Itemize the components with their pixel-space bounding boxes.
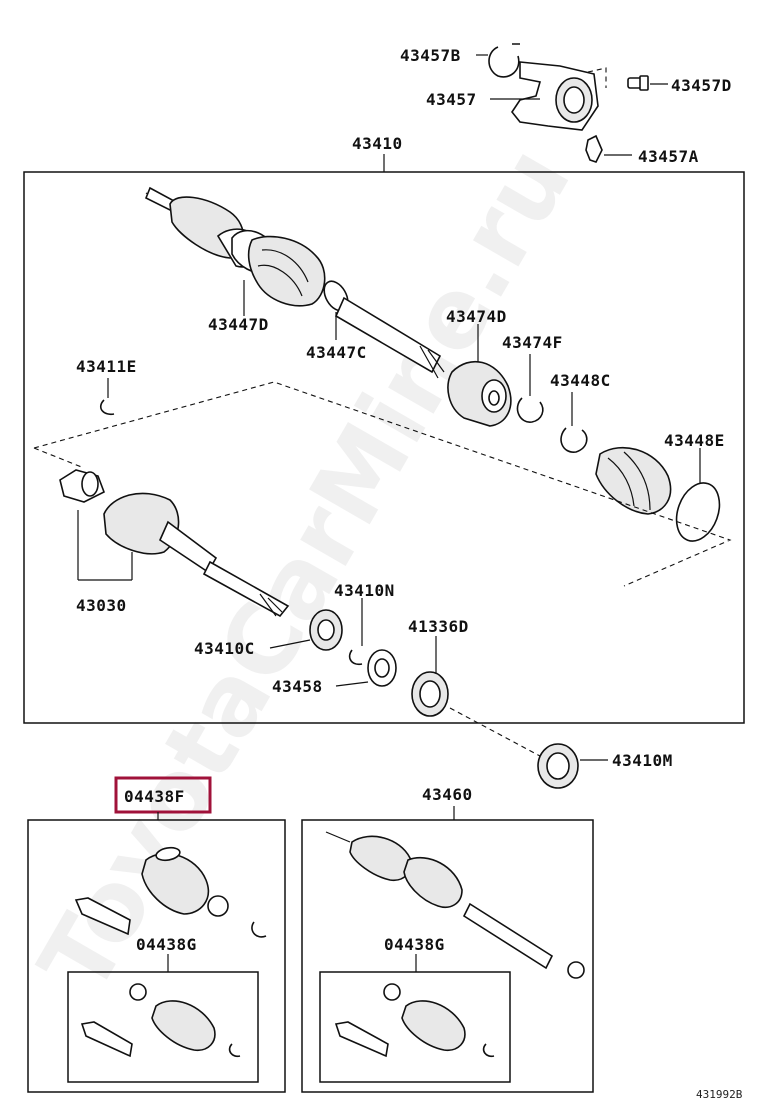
seal-dash-link	[449, 707, 541, 757]
label-41336D[interactable]: 41336D	[408, 617, 469, 636]
label-43474F[interactable]: 43474F	[502, 333, 563, 352]
label-43458[interactable]: 43458	[272, 677, 323, 696]
label-43474D[interactable]: 43474D	[446, 307, 507, 326]
snap-ring-43457B[interactable]	[488, 43, 520, 78]
label-43448C[interactable]: 43448C	[550, 371, 611, 390]
boot-43448E[interactable]	[595, 446, 672, 515]
kit-frame-04438G-left	[67, 971, 259, 1083]
snap-ring-43410N[interactable]	[348, 649, 363, 666]
label-43410C[interactable]: 43410C	[194, 639, 255, 658]
axle-shaft[interactable]	[334, 296, 442, 374]
outer-joint-assembly[interactable]	[144, 186, 445, 379]
boot-43447D[interactable]	[247, 235, 326, 307]
label-04438F[interactable]: 04438F	[124, 787, 185, 806]
label-43411E[interactable]: 43411E	[76, 357, 137, 376]
pin-43457A[interactable]	[585, 134, 603, 163]
boot-kit-04438G-right-parts[interactable]	[334, 983, 495, 1058]
driveshaft-43460-parts[interactable]	[325, 831, 585, 979]
label-43460[interactable]: 43460	[422, 785, 473, 804]
bearing-43410C[interactable]	[309, 609, 343, 651]
label-04438G-left[interactable]: 04438G	[136, 935, 197, 954]
kit-frame-04438F	[27, 819, 286, 1093]
boot-kit-04438G-left-parts[interactable]	[80, 983, 241, 1058]
figure-id: 431992B	[696, 1088, 743, 1101]
label-43410N[interactable]: 43410N	[334, 581, 395, 600]
seal-41336D[interactable]	[411, 671, 449, 717]
bolt-43457D[interactable]	[627, 75, 649, 91]
label-43457[interactable]: 43457	[426, 90, 477, 109]
clamp-43448C[interactable]	[560, 427, 588, 453]
clamp-band-43448E[interactable]	[669, 477, 727, 547]
bearing-bracket-group	[476, 43, 668, 163]
label-43410M[interactable]: 43410M	[612, 751, 673, 770]
label-43447C[interactable]: 43447C	[306, 343, 367, 362]
highlight-box-04438F	[114, 776, 212, 814]
label-43448E[interactable]: 43448E	[664, 431, 725, 450]
damper-43474D[interactable]	[447, 361, 512, 427]
label-43457A[interactable]: 43457A	[638, 147, 699, 166]
boot-kit-04438F-parts[interactable]	[74, 846, 267, 938]
label-43457B[interactable]: 43457B	[400, 46, 461, 65]
bracket-bore-inner	[563, 86, 585, 114]
clamp-43474F[interactable]	[516, 397, 544, 423]
kit-frame-04438G-right	[319, 971, 511, 1083]
inner-joint-43030[interactable]	[59, 469, 290, 618]
label-43030[interactable]: 43030	[76, 596, 127, 615]
main-assembly-frame	[23, 171, 745, 724]
grease-tube	[74, 897, 131, 936]
label-43457D[interactable]: 43457D	[671, 76, 732, 95]
snap-ring-43411E[interactable]	[99, 399, 115, 416]
assembly-frame-43460	[301, 819, 594, 1093]
label-43447D[interactable]: 43447D	[208, 315, 269, 334]
seal-43410M[interactable]	[537, 743, 579, 789]
inner-joint-outline	[33, 381, 732, 587]
label-04438G-right[interactable]: 04438G	[384, 935, 445, 954]
bracket-dash	[587, 67, 607, 88]
label-43410[interactable]: 43410	[352, 134, 403, 153]
washer-43458[interactable]	[367, 649, 397, 687]
